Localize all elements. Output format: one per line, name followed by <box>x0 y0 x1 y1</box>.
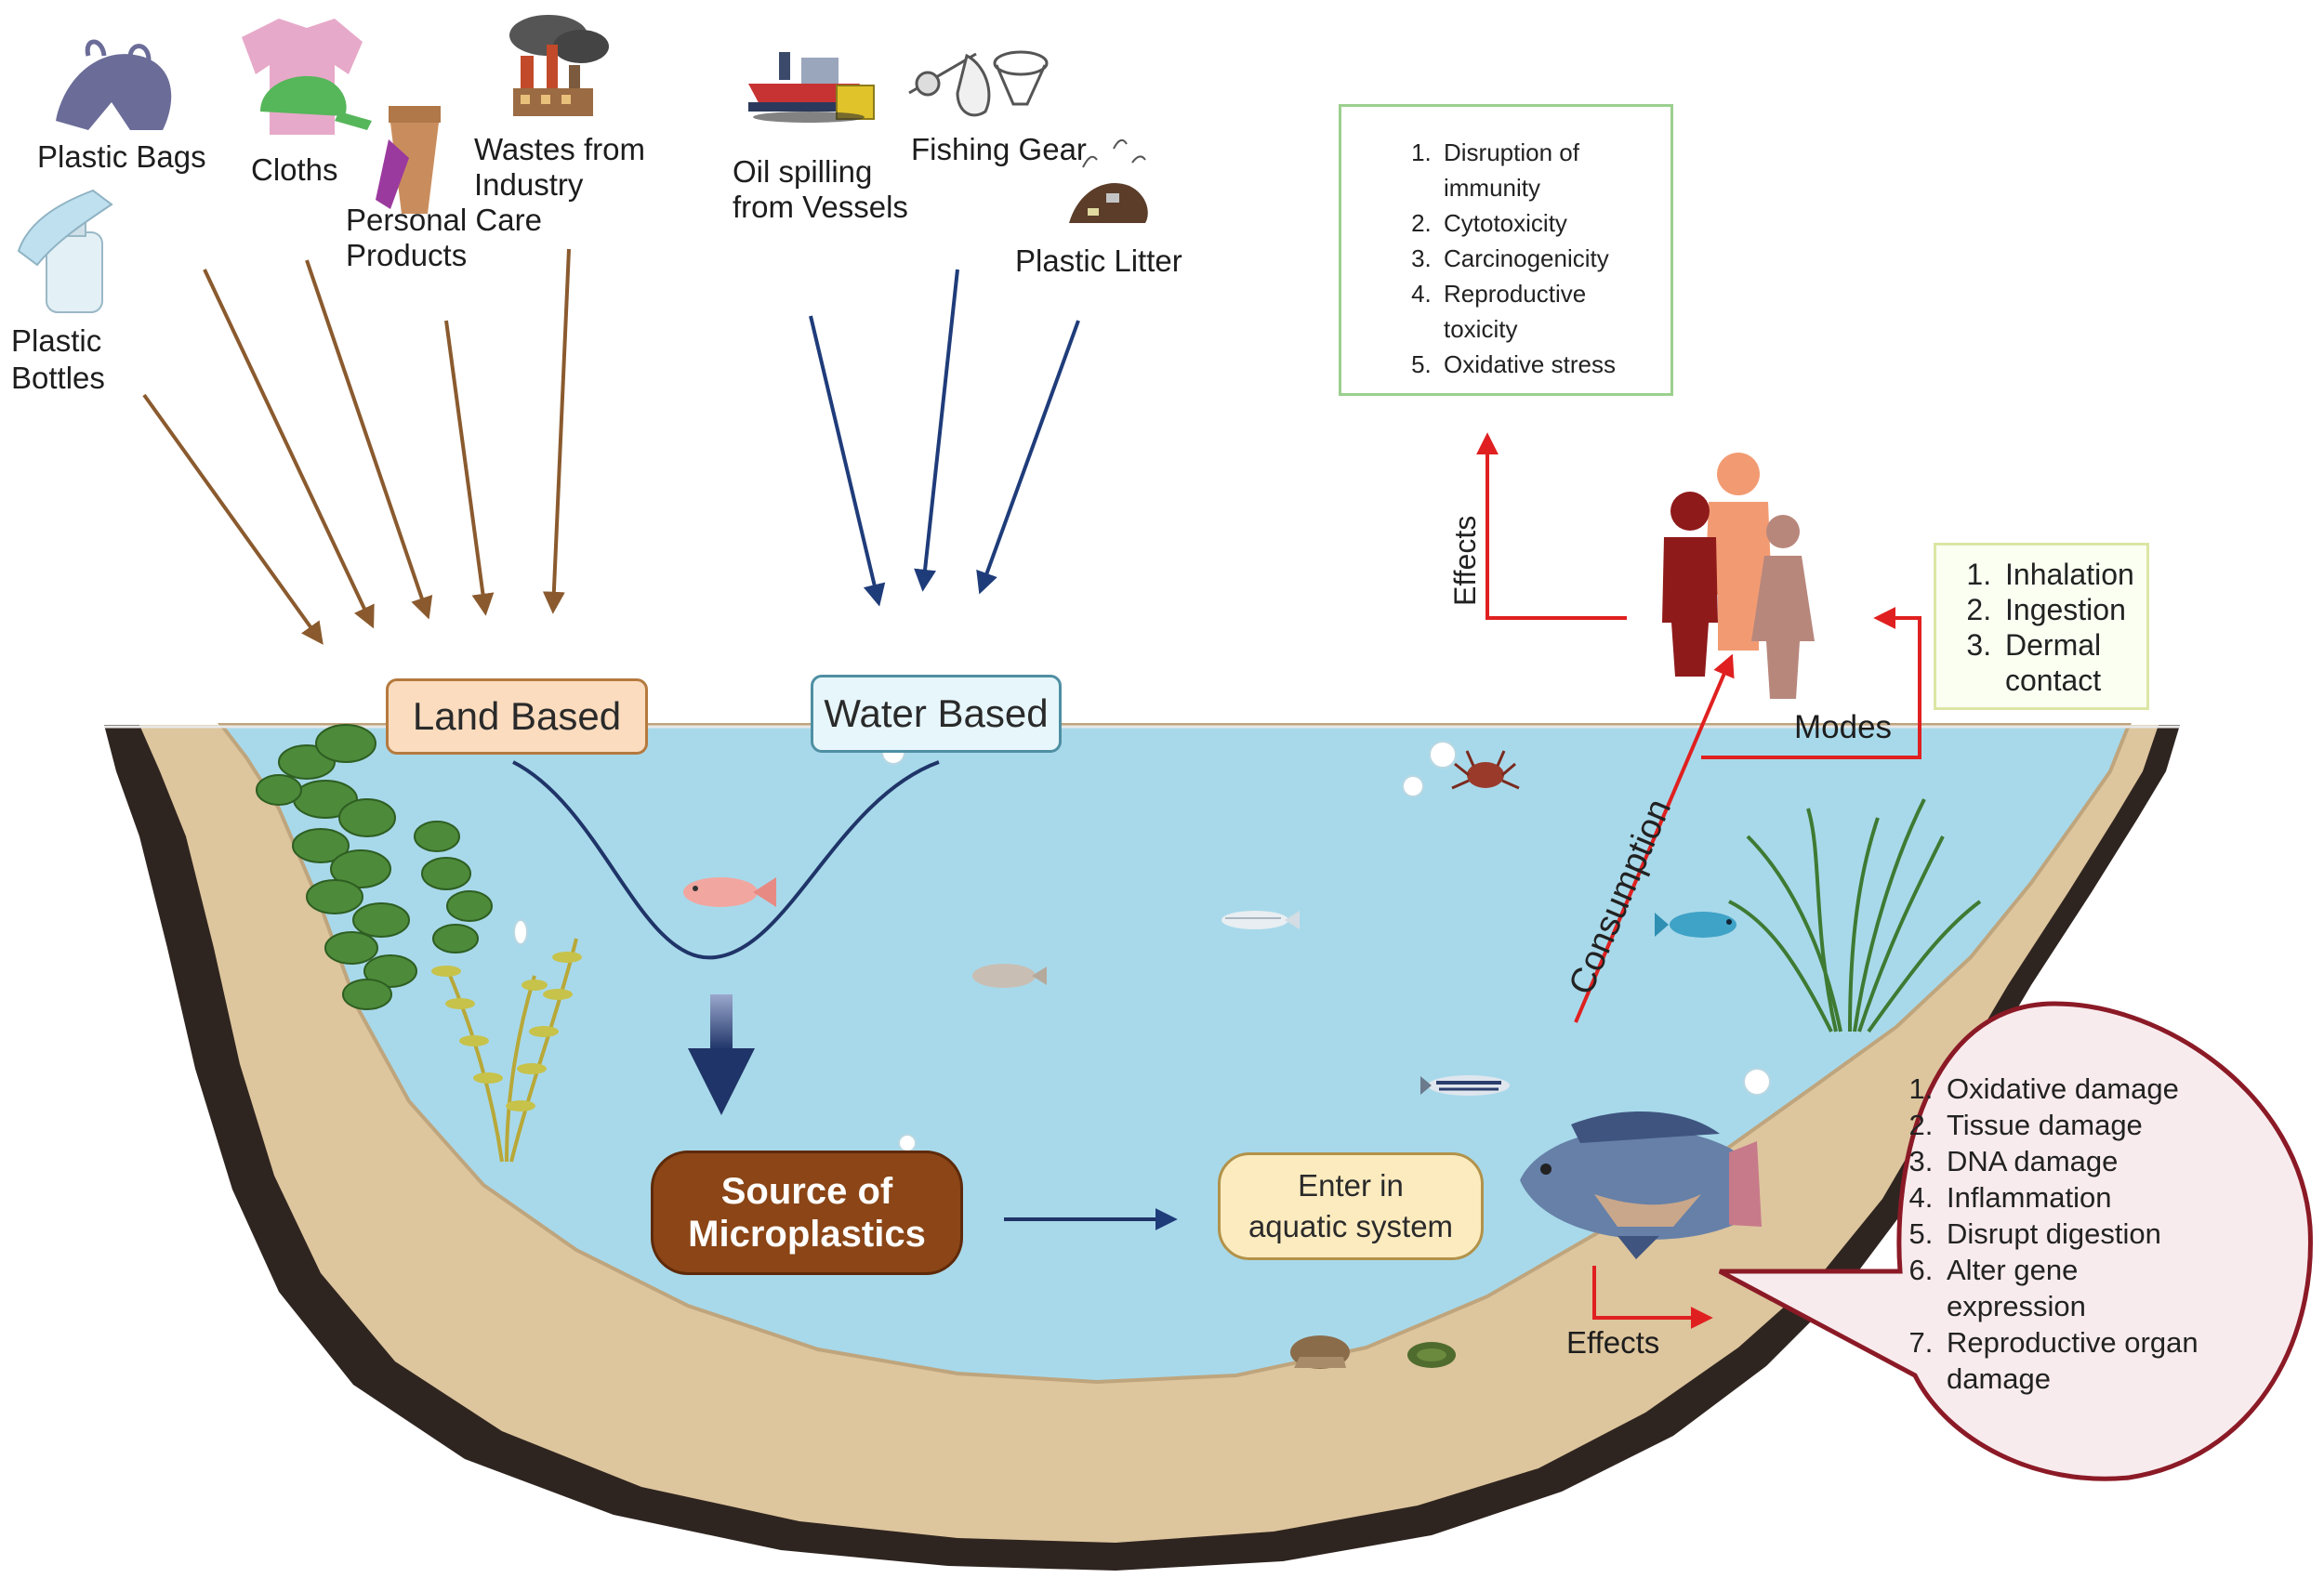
zebra-fish-icon <box>1420 1075 1510 1096</box>
fish-effect-item: Oxidative damage <box>1941 1071 2253 1107</box>
land-based-box: Land Based <box>386 678 648 755</box>
oil-label-2: from Vessels <box>733 190 908 224</box>
enter-line-2: aquatic system <box>1248 1209 1454 1243</box>
mode-item: Inhalation <box>2000 557 2137 592</box>
human-effects-box: Disruption of immunity Cytotoxicity Carc… <box>1339 104 1673 396</box>
fish-effects-bubble <box>1718 1001 2313 1481</box>
human-family-icon <box>1662 453 1815 699</box>
pink-fish-icon <box>683 877 776 907</box>
fishing-gear-label: Fishing Gear <box>911 132 1087 166</box>
funnel-curve <box>512 760 940 960</box>
industry-label-2: Industry <box>474 167 584 202</box>
enter-aquatic-box: Enter in aquatic system <box>1218 1152 1484 1260</box>
silver-fish-icon <box>1221 911 1300 929</box>
plastic-litter-label: Plastic Litter <box>1015 243 1182 278</box>
fish-effect-item: Inflammation <box>1941 1179 2253 1216</box>
plastic-bag-icon <box>56 39 172 130</box>
cloth-icon <box>242 19 372 135</box>
seaweed-yellow-icon <box>431 938 582 1163</box>
water-based-box: Water Based <box>811 675 1062 753</box>
mode-item: Dermal contact <box>2000 627 2137 698</box>
human-effect-item: Cytotoxicity <box>1438 205 1654 241</box>
water-source-arrows <box>809 269 1080 607</box>
effect-arrows <box>1476 432 1921 1329</box>
grey-fish-icon <box>972 964 1047 988</box>
fish-effects-list: Oxidative damage Tissue damage DNA damag… <box>1908 1071 2253 1397</box>
land-source-arrows <box>142 248 571 645</box>
fishing-gear-icon <box>908 50 1049 117</box>
bottles-label-1: Plastic <box>11 323 102 358</box>
modes-box: Inhalation Ingestion Dermal contact <box>1934 543 2149 710</box>
industry-label-1: Wastes from <box>474 132 645 166</box>
human-effect-item: Carcinogenicity <box>1438 241 1654 276</box>
source-line-1: Source of <box>720 1171 893 1212</box>
human-effects-label: Effects <box>1448 515 1482 606</box>
factory-icon <box>509 15 609 116</box>
mode-item: Ingestion <box>2000 592 2137 627</box>
down-arrow-shaft <box>710 994 733 1050</box>
seagrass-right-icon <box>1728 798 1982 1033</box>
oil-label-1: Oil spilling <box>733 154 873 189</box>
seaweed-left-icon <box>256 724 493 1010</box>
crab-icon <box>1451 750 1520 790</box>
fish-effect-item: Tissue damage <box>1941 1107 2253 1143</box>
fish-effect-item: Reproductive organ damage <box>1941 1324 2253 1397</box>
plastic-litter-icon <box>1069 138 1148 223</box>
blue-fish-icon <box>1655 912 1736 938</box>
plastic-bags-label: Plastic Bags <box>37 139 206 174</box>
personal-care-label-1: Personal Care <box>346 203 542 237</box>
enter-line-1: Enter in <box>1298 1168 1404 1203</box>
source-of-microplastics-box: Source of Microplastics <box>651 1151 963 1275</box>
human-effect-item: Disruption of immunity <box>1438 135 1654 205</box>
plastic-bottle-icon <box>17 189 113 313</box>
down-arrow-head <box>688 1048 755 1115</box>
personal-care-icon <box>376 106 441 214</box>
tilapia-fish-icon <box>1520 1111 1762 1259</box>
fish-effect-item: DNA damage <box>1941 1143 2253 1179</box>
human-effect-item: Oxidative stress <box>1438 347 1654 382</box>
modes-label: Modes <box>1794 709 1893 745</box>
snail-icon <box>1290 1335 1350 1369</box>
fish-effect-item: Disrupt digestion <box>1941 1216 2253 1252</box>
cloths-label: Cloths <box>251 152 338 187</box>
oil-vessel-icon <box>748 52 875 123</box>
human-effect-item: Reproductive toxicity <box>1438 276 1654 347</box>
mussel-icon <box>1407 1342 1456 1368</box>
bottles-label-2: Bottles <box>11 361 105 395</box>
source-line-2: Microplastics <box>688 1214 926 1255</box>
fish-effects-label: Effects <box>1566 1325 1660 1360</box>
personal-care-label-2: Products <box>346 238 468 272</box>
fish-effect-item: Alter gene expression <box>1941 1252 2170 1324</box>
